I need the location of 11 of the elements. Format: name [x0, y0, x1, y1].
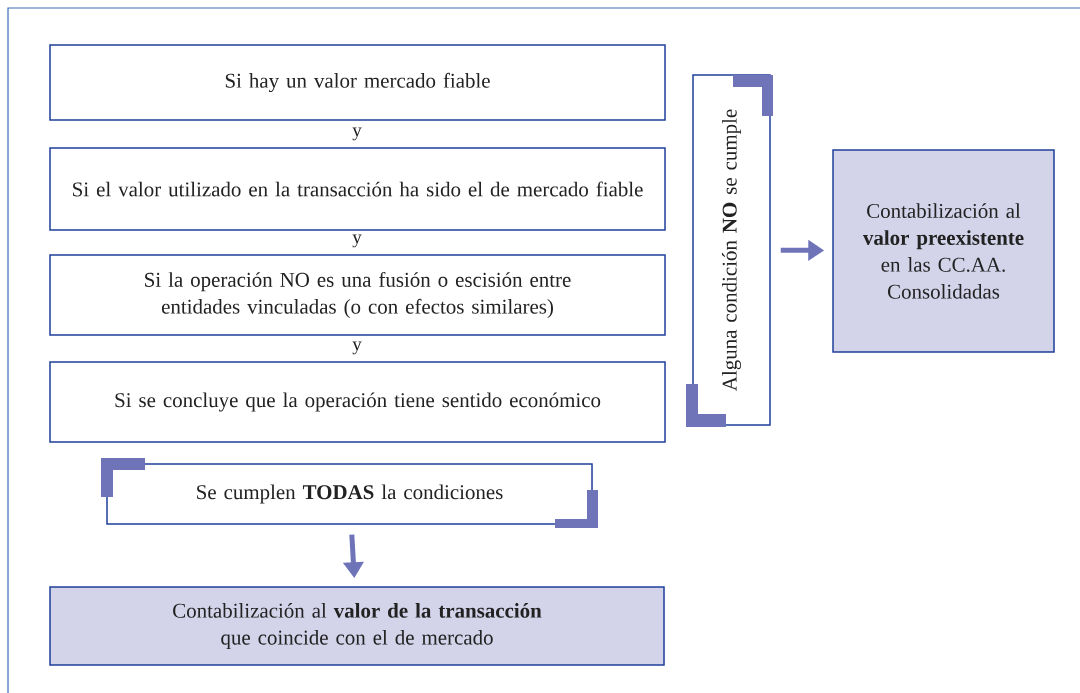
result-box: Contabilización al valor de la transacción que coincide con el de mercado	[49, 586, 665, 666]
connector-word: y	[352, 234, 362, 248]
connector-word: y	[352, 127, 362, 141]
connector-word: y	[352, 341, 362, 355]
result-box: Contabilización al valor preexistente en las CC.AA. Consolidadas	[832, 149, 1055, 353]
condition-box: Si la operación NO es una fusión o escisión entre entidades vinculadas (o con efectos similares)	[49, 254, 666, 336]
condition-box: Si se concluye que la operación tiene sentido económico	[49, 361, 666, 443]
condition-box: Si el valor utilizado en la transacción ha sido el de mercado fiable	[49, 147, 666, 231]
condition-box: Si hay un valor mercado fiable	[49, 44, 666, 121]
condition-box: Alguna condición NO se cumple	[686, 74, 773, 427]
outcome-box: Se cumplen TODAS la condiciones	[101, 458, 598, 528]
